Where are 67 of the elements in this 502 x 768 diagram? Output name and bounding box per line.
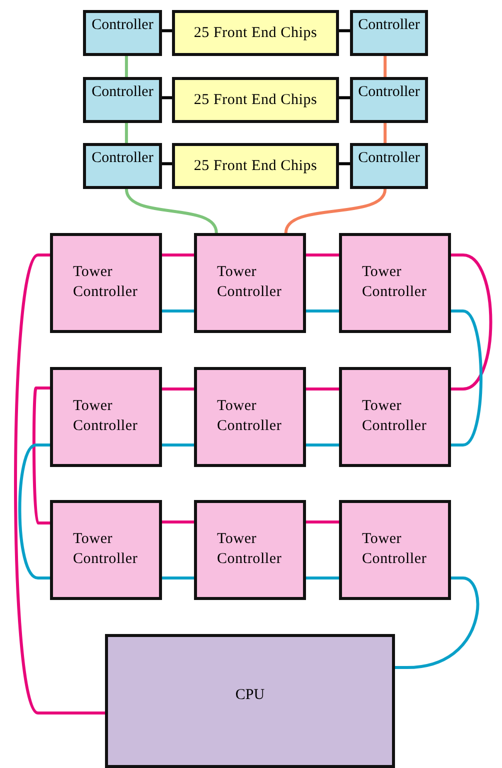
tower-controller-box — [339, 500, 451, 600]
chip-block-box — [172, 77, 339, 123]
node-label: Tower Controller — [217, 263, 283, 302]
chip-block-box — [172, 10, 339, 56]
tower-controller-box — [50, 233, 162, 333]
connector-line — [125, 188, 218, 234]
node-label: Tower Controller — [73, 530, 139, 569]
node-label: Controller — [358, 84, 420, 101]
connector-line — [306, 444, 339, 446]
connector-line — [162, 310, 194, 312]
node-label: CPU — [235, 686, 265, 704]
connector-line — [306, 520, 339, 524]
controller-box — [350, 77, 428, 123]
connector-line — [284, 188, 387, 234]
node-label: Tower Controller — [73, 263, 139, 302]
connector-line — [451, 310, 482, 446]
node-label: Tower Controller — [362, 263, 428, 302]
connector-line — [162, 520, 194, 524]
chip-block-box — [172, 143, 339, 189]
connector-line — [306, 254, 339, 256]
node-label: Controller — [358, 17, 420, 34]
connector-line — [306, 388, 339, 390]
connector-line — [339, 29, 350, 32]
connector-line — [339, 162, 350, 166]
node-label: Tower Controller — [217, 530, 283, 569]
tower-controller-box — [50, 367, 162, 467]
cpu-box — [105, 634, 395, 768]
connector-line — [384, 56, 387, 77]
node-label: 25 Front End Chips — [194, 24, 318, 42]
connector-line — [395, 576, 480, 669]
connector-line — [451, 254, 492, 390]
controller-box — [350, 143, 428, 189]
tower-controller-box — [194, 367, 306, 467]
node-label: Tower Controller — [362, 530, 428, 569]
connector-line — [32, 386, 50, 524]
tower-controller-box — [194, 500, 306, 600]
connector-line — [124, 56, 128, 77]
controller-box — [350, 10, 428, 56]
tower-controller-box — [194, 233, 306, 333]
connector-line — [162, 254, 194, 256]
node-label: 25 Front End Chips — [194, 158, 318, 174]
controller-box — [83, 10, 162, 56]
connector-line — [162, 388, 194, 390]
node-label: Tower Controller — [73, 397, 139, 436]
node-label: Controller — [92, 84, 154, 101]
controller-box — [83, 77, 162, 123]
connector-line — [162, 29, 172, 32]
node-label: Controller — [92, 17, 154, 34]
connector-line — [162, 96, 172, 100]
connector-line — [18, 444, 50, 580]
connector-line — [162, 444, 194, 446]
tower-controller-box — [339, 233, 451, 333]
node-label: Controller — [358, 150, 420, 167]
node-label: Tower Controller — [217, 397, 283, 436]
connector-line — [162, 576, 194, 580]
tower-controller-box — [50, 500, 162, 600]
node-label: Controller — [92, 150, 154, 167]
tower-controller-box — [339, 367, 451, 467]
connector-line — [162, 162, 172, 166]
connector-line — [384, 123, 387, 143]
connector-line — [339, 96, 350, 100]
connector-line — [124, 123, 128, 143]
connector-line — [306, 576, 339, 580]
node-label: 25 Front End Chips — [194, 92, 318, 108]
controller-box — [83, 143, 162, 189]
node-label: Tower Controller — [362, 397, 428, 436]
connector-line — [306, 310, 339, 312]
